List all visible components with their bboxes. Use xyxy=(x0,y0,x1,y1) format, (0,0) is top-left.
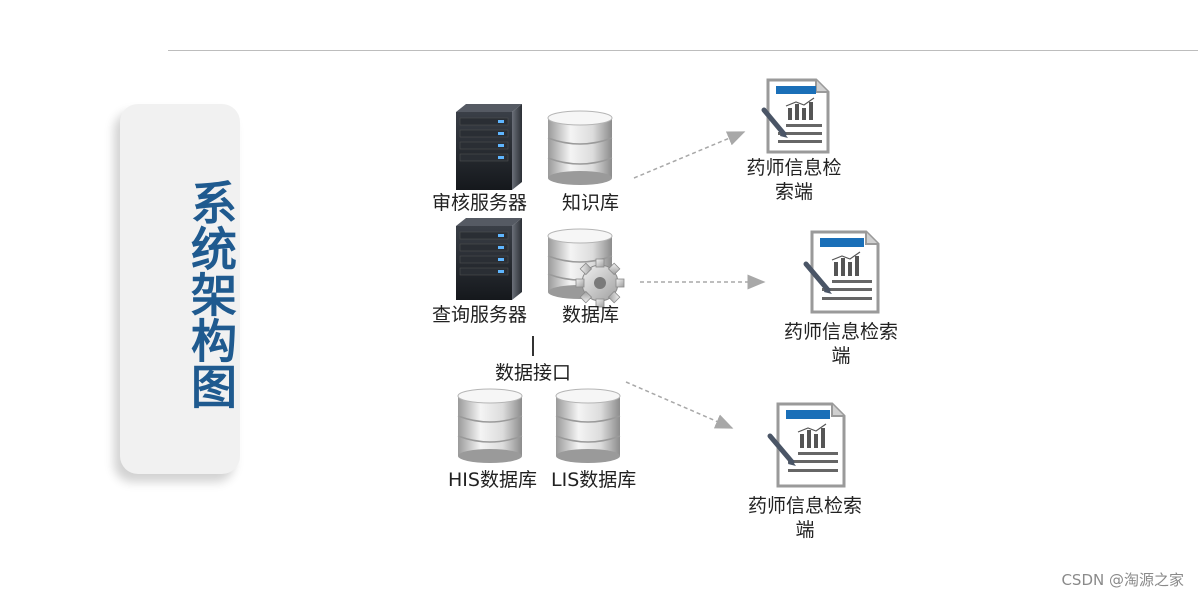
client-label-1-line1: 药师信息检 xyxy=(746,157,842,179)
client-label-3-line2: 端 xyxy=(795,519,815,541)
knowledge-database-icon xyxy=(547,110,613,185)
query-server-icon xyxy=(456,218,522,300)
title-card: 系统架构图 xyxy=(120,104,240,474)
client-label-3-line1: 药师信息检索 xyxy=(747,495,862,517)
client-label-2-line2: 端 xyxy=(831,345,851,367)
diagram-title: 系统架构图 xyxy=(184,179,238,409)
report-document-icon-2 xyxy=(803,230,880,314)
report-document-icon-3 xyxy=(767,402,846,488)
lis-database-icon xyxy=(555,388,621,463)
report-document-icon-1 xyxy=(761,78,830,154)
database-label: 数据库 xyxy=(562,304,620,326)
audit-server-icon xyxy=(456,104,522,190)
arrow-to-client-1 xyxy=(633,131,746,179)
csdn-watermark: CSDN @淘源之家 xyxy=(1061,571,1184,589)
data-interface-label: 数据接口 xyxy=(495,362,572,384)
lis-database-label: LIS数据库 xyxy=(551,469,637,491)
database-gear-icon xyxy=(547,228,625,308)
client-label-1: 药师信息检 索端 xyxy=(734,156,854,204)
client-label-2-line1: 药师信息检索 xyxy=(783,321,898,343)
his-database-icon xyxy=(457,388,523,463)
client-label-3: 药师信息检索 端 xyxy=(740,494,870,542)
arrow-to-client-3 xyxy=(625,381,734,429)
client-label-2: 药师信息检索 端 xyxy=(776,320,906,368)
his-database-label: HIS数据库 xyxy=(448,469,537,491)
client-label-1-line2: 索端 xyxy=(774,181,813,203)
query-server-label: 查询服务器 xyxy=(432,304,528,326)
top-divider-line xyxy=(168,50,1198,51)
knowledge-base-label: 知识库 xyxy=(562,192,620,214)
audit-server-label: 审核服务器 xyxy=(432,192,528,214)
